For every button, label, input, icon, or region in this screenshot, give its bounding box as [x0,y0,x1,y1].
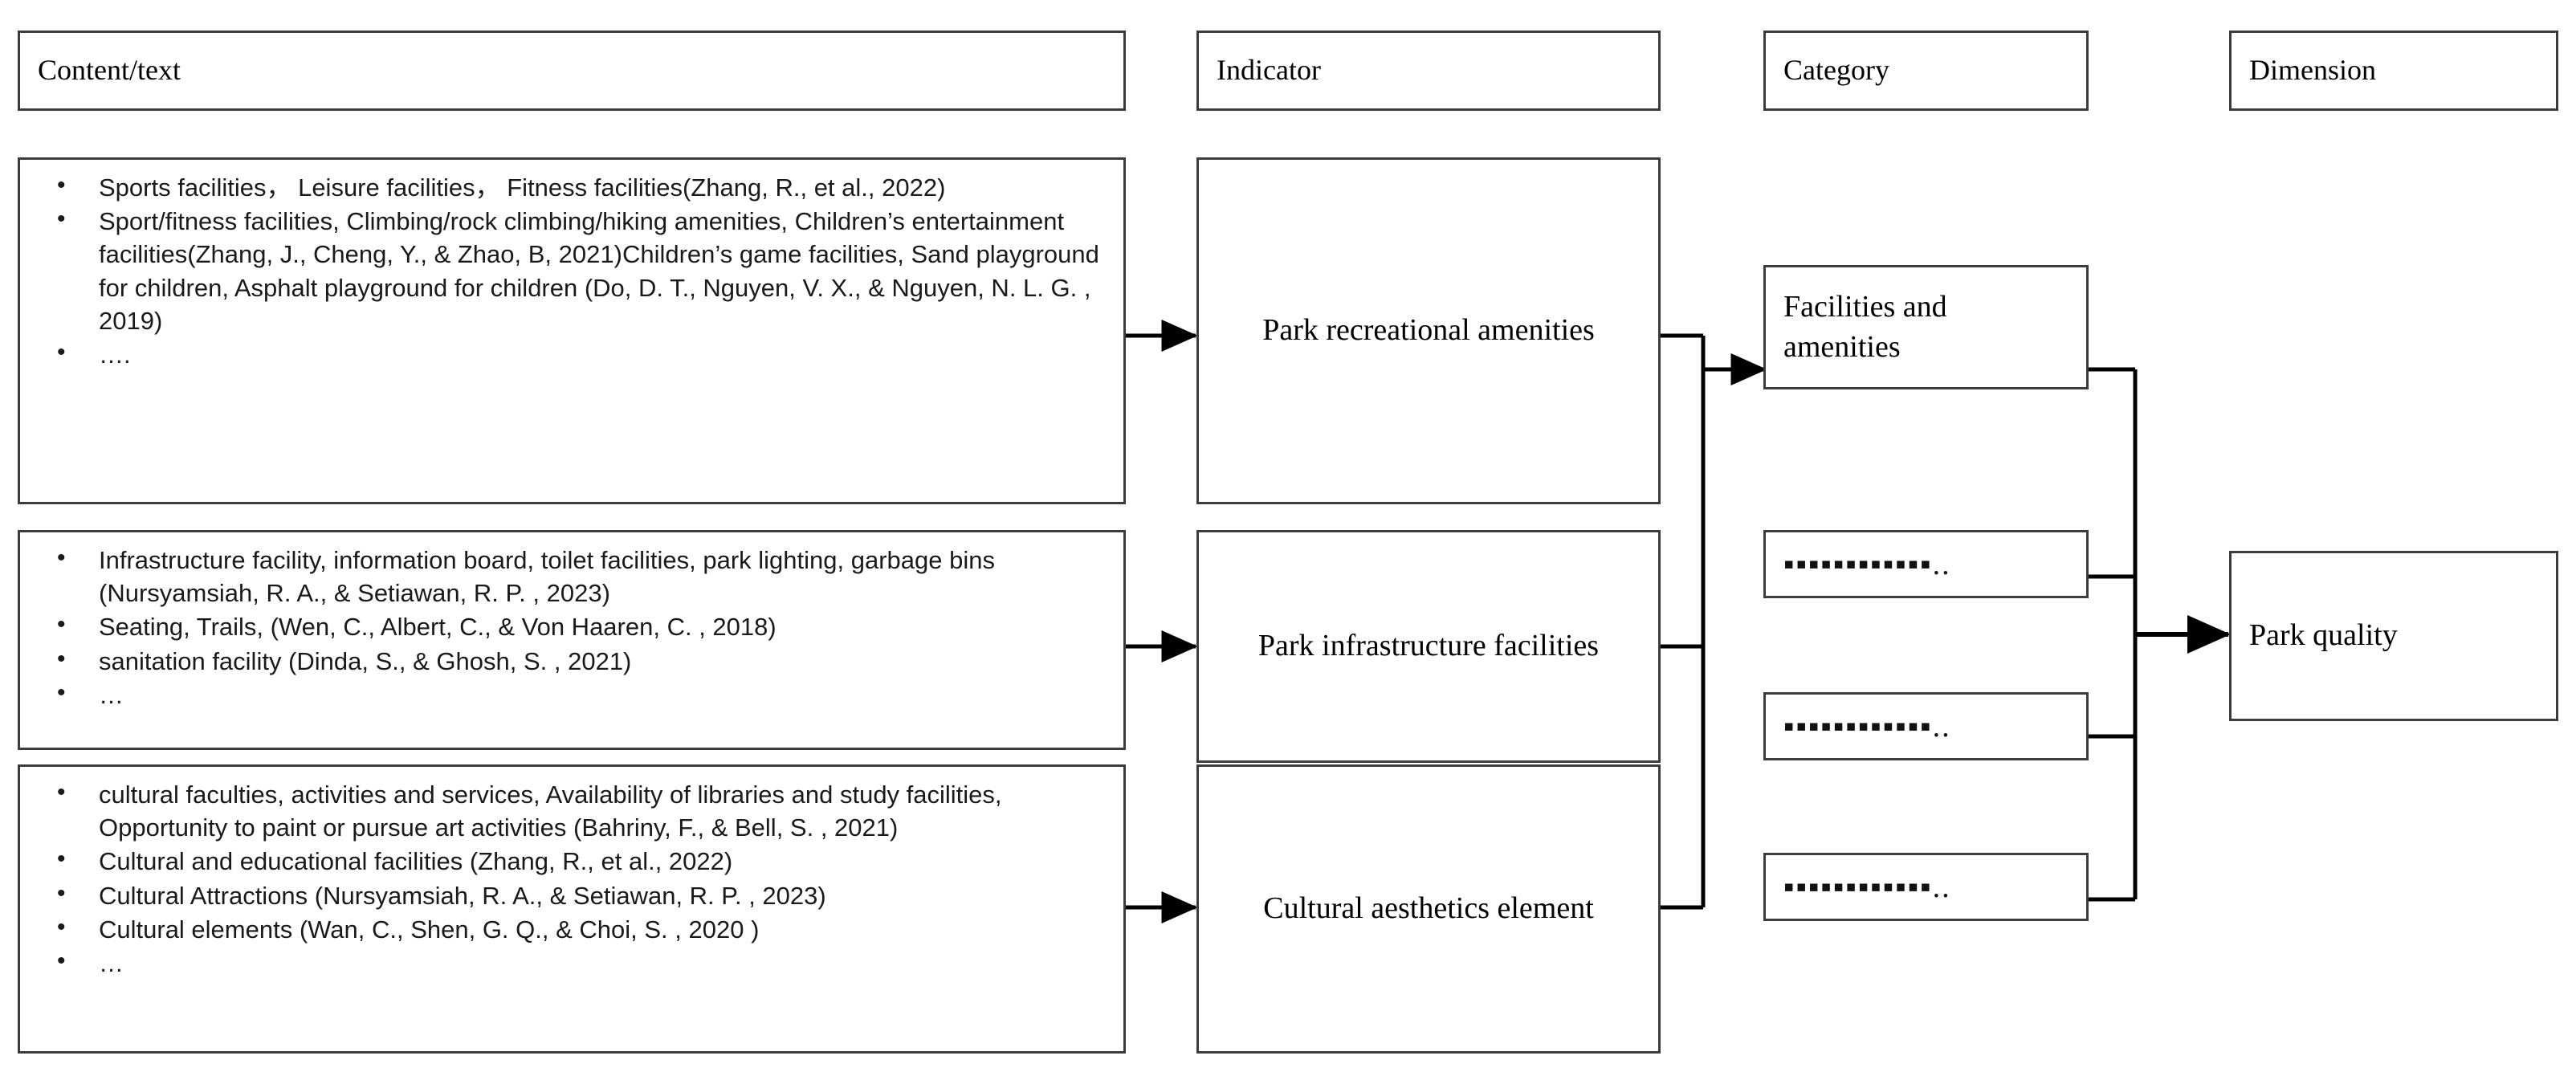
list-item: Cultural and educational facilities (Zha… [28,843,1109,878]
content-box-recreational: Sports facilities， Leisure facilities， F… [18,157,1126,504]
list-item: …. [28,336,1109,371]
content-bullet-list-recreational: Sports facilities， Leisure facilities， F… [28,169,1109,371]
category-placeholder-label: ▪▪▪▪▪▪▪▪▪▪▪▪.. [1783,870,1951,904]
header-category-label: Category [1783,54,1889,87]
connector-indicators-to-category [1661,333,1706,910]
list-item: Cultural elements (Wan, C., Shen, G. Q.,… [28,911,1109,946]
content-box-cultural: cultural faculties, activities and servi… [18,764,1126,1054]
list-item: sanitation facility (Dinda, S., & Ghosh,… [28,643,1109,678]
category-facilities-and-amenities: Facilities and amenities [1763,265,2089,389]
header-category: Category [1763,31,2089,111]
content-box-infrastructure: Infrastructure facility, information boa… [18,530,1126,750]
list-item: … [28,677,1109,711]
content-bullet-list-infrastructure: Infrastructure facility, information boa… [28,542,1109,711]
header-dimension-label: Dimension [2249,54,2376,87]
list-item: … [28,945,1109,980]
header-dimension: Dimension [2229,31,2558,111]
header-content-text-label: Content/text [38,54,181,87]
category-placeholder-3: ▪▪▪▪▪▪▪▪▪▪▪▪.. [1763,853,2089,921]
list-item: Seating, Trails, (Wen, C., Albert, C., &… [28,609,1109,643]
indicator-park-recreational-amenities: Park recreational amenities [1196,157,1661,504]
list-item: Sports facilities， Leisure facilities， F… [28,169,1109,204]
header-indicator: Indicator [1196,31,1661,111]
category-placeholder-1: ▪▪▪▪▪▪▪▪▪▪▪▪.. [1763,530,2089,598]
category-placeholder-label: ▪▪▪▪▪▪▪▪▪▪▪▪.. [1783,709,1951,744]
list-item: cultural faculties, activities and servi… [28,776,1109,844]
dimension-label: Park quality [2249,618,2398,653]
indicator-label: Park recreational amenities [1262,313,1595,348]
header-content-text: Content/text [18,31,1126,111]
dimension-park-quality: Park quality [2229,551,2558,721]
indicator-label: Park infrastructure facilities [1257,629,1600,663]
indicator-label: Cultural aesthetics element [1263,891,1594,926]
content-bullet-list-cultural: cultural faculties, activities and servi… [28,776,1109,980]
list-item: Sport/fitness facilities, Climbing/rock … [28,203,1109,337]
list-item: Infrastructure facility, information boa… [28,542,1109,609]
header-indicator-label: Indicator [1217,54,1321,87]
indicator-park-infrastructure-facilities: Park infrastructure facilities [1196,530,1661,763]
category-placeholder-2: ▪▪▪▪▪▪▪▪▪▪▪▪.. [1763,692,2089,760]
list-item: Cultural Attractions (Nursyamsiah, R. A.… [28,878,1109,912]
category-placeholder-label: ▪▪▪▪▪▪▪▪▪▪▪▪.. [1783,547,1951,581]
category-label: Facilities and amenities [1783,290,1947,364]
indicator-cultural-aesthetics-element: Cultural aesthetics element [1196,764,1661,1054]
connector-categories-to-dimension [2089,367,2138,902]
